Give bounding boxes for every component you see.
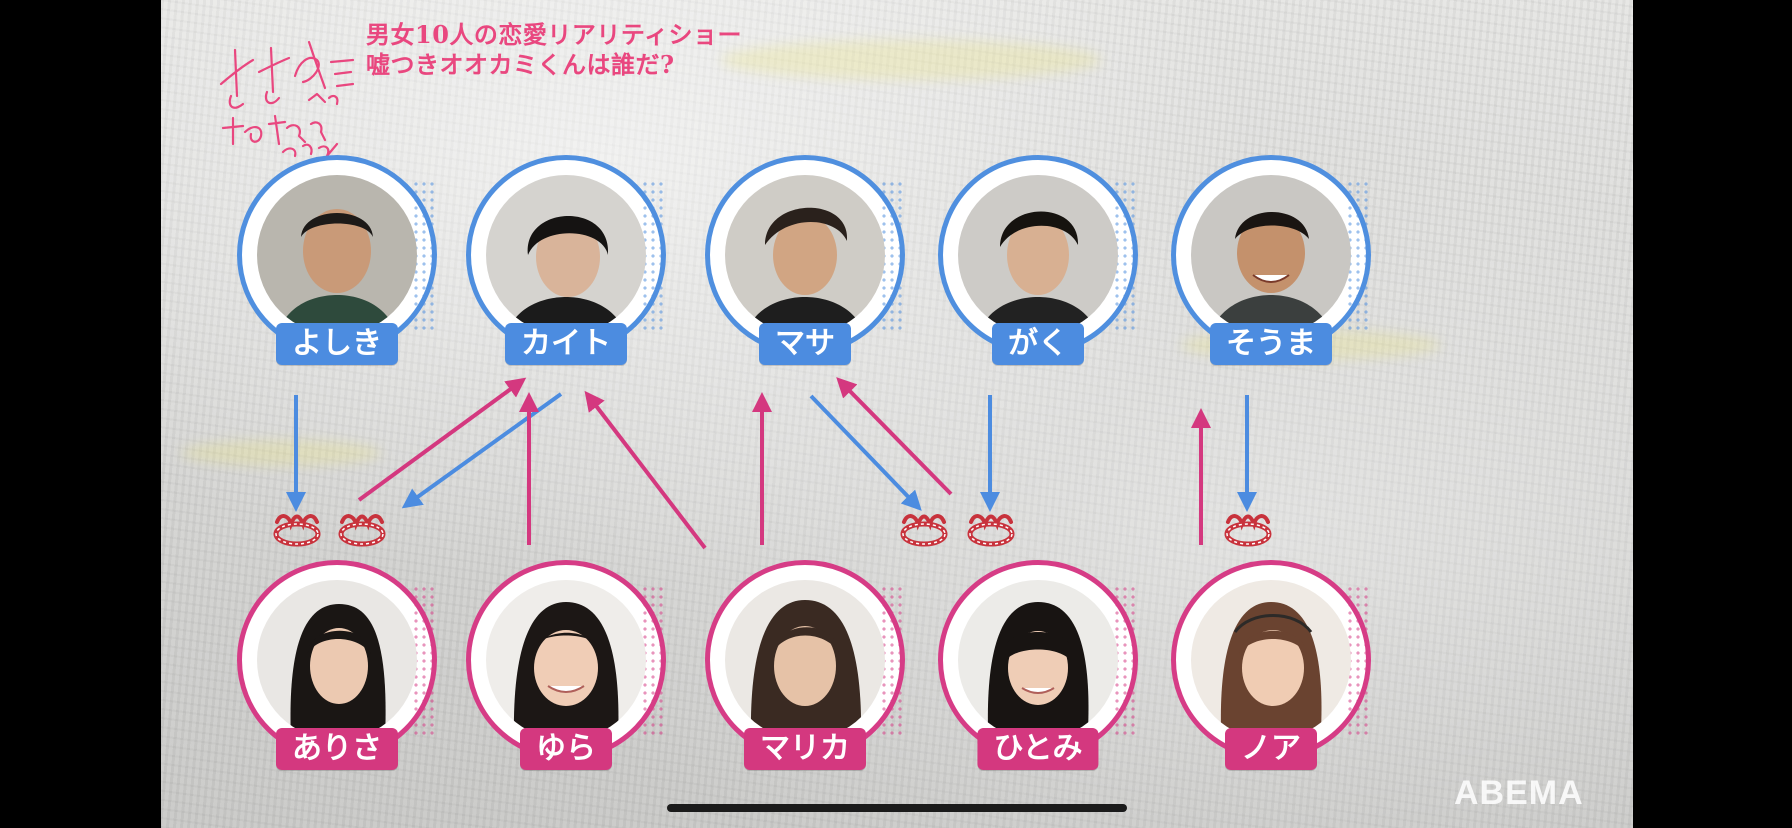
male-member-kaito[interactable]: カイト bbox=[461, 155, 671, 375]
name-tag: ゆら bbox=[520, 728, 612, 770]
female-member-noa[interactable]: ノア bbox=[1166, 560, 1376, 780]
male-member-souma[interactable]: そうま bbox=[1166, 155, 1376, 375]
portrait-ring bbox=[1171, 560, 1371, 760]
female-member-yura[interactable]: ゆら bbox=[461, 560, 671, 780]
name-tag: ありさ bbox=[276, 728, 398, 770]
header-line-1: 男女10人の恋愛リアリティショー bbox=[366, 20, 742, 49]
female-member-arisa[interactable]: ありさ bbox=[232, 560, 442, 780]
date-ticket-icon bbox=[970, 516, 1012, 544]
arrow-arisa-to-kaito bbox=[357, 377, 527, 502]
male-member-yoshiki[interactable]: よしき bbox=[232, 155, 442, 375]
portrait-ring bbox=[938, 155, 1138, 355]
name-tag: マリカ bbox=[744, 728, 866, 770]
portrait-photo bbox=[1191, 580, 1351, 740]
correlation-chart-stage: 男女10人の恋愛リアリティショー 嘘つきオオカミくんは誰だ? bbox=[161, 0, 1633, 828]
paint-streak bbox=[721, 40, 1101, 80]
portrait-ring bbox=[1171, 155, 1371, 355]
female-member-marika[interactable]: マリカ bbox=[700, 560, 910, 780]
portrait-ring bbox=[705, 155, 905, 355]
show-header: 男女10人の恋愛リアリティショー 嘘つきオオカミくんは誰だ? bbox=[366, 20, 742, 80]
arrow-kaito-to-arisa bbox=[401, 392, 563, 509]
portrait-photo bbox=[725, 175, 885, 335]
name-tag: ノア bbox=[1225, 728, 1317, 770]
date-ticket-icon bbox=[903, 516, 945, 544]
portrait-ring bbox=[237, 155, 437, 355]
male-member-gaku[interactable]: がく bbox=[933, 155, 1143, 375]
portrait-photo bbox=[958, 175, 1118, 335]
name-tag: カイト bbox=[505, 323, 627, 365]
portrait-photo bbox=[257, 175, 417, 335]
header-line-2: 嘘つきオオカミくんは誰だ? bbox=[366, 50, 675, 79]
arrow-marika-to-kaito bbox=[584, 390, 707, 550]
portrait-photo bbox=[486, 175, 646, 335]
portrait-ring bbox=[466, 560, 666, 760]
portrait-photo bbox=[486, 580, 646, 740]
female-member-hitomi[interactable]: ひとみ bbox=[933, 560, 1143, 780]
date-ticket-icon bbox=[1227, 516, 1269, 544]
name-tag: ひとみ bbox=[977, 728, 1099, 770]
abema-watermark: ABEMA bbox=[1454, 774, 1584, 812]
portrait-photo bbox=[257, 580, 417, 740]
arrow-masa-to-hitomi bbox=[809, 394, 922, 511]
male-member-masa[interactable]: マサ bbox=[700, 155, 910, 375]
show-logo-icon bbox=[219, 40, 355, 158]
name-tag: マサ bbox=[759, 323, 851, 365]
name-tag: よしき bbox=[276, 323, 398, 365]
portrait-photo bbox=[725, 580, 885, 740]
home-indicator[interactable] bbox=[667, 804, 1127, 812]
name-tag: そうま bbox=[1210, 323, 1332, 365]
portrait-ring bbox=[237, 560, 437, 760]
paint-streak bbox=[181, 440, 381, 466]
portrait-photo bbox=[958, 580, 1118, 740]
name-tag: がく bbox=[992, 323, 1084, 365]
arrow-hitomi-to-masa bbox=[836, 377, 953, 496]
portrait-ring bbox=[938, 560, 1138, 760]
date-ticket-icon bbox=[276, 516, 318, 544]
relationship-arrows bbox=[161, 377, 1633, 550]
portrait-photo bbox=[1191, 175, 1351, 335]
date-ticket-icon bbox=[341, 516, 383, 544]
portrait-ring bbox=[705, 560, 905, 760]
